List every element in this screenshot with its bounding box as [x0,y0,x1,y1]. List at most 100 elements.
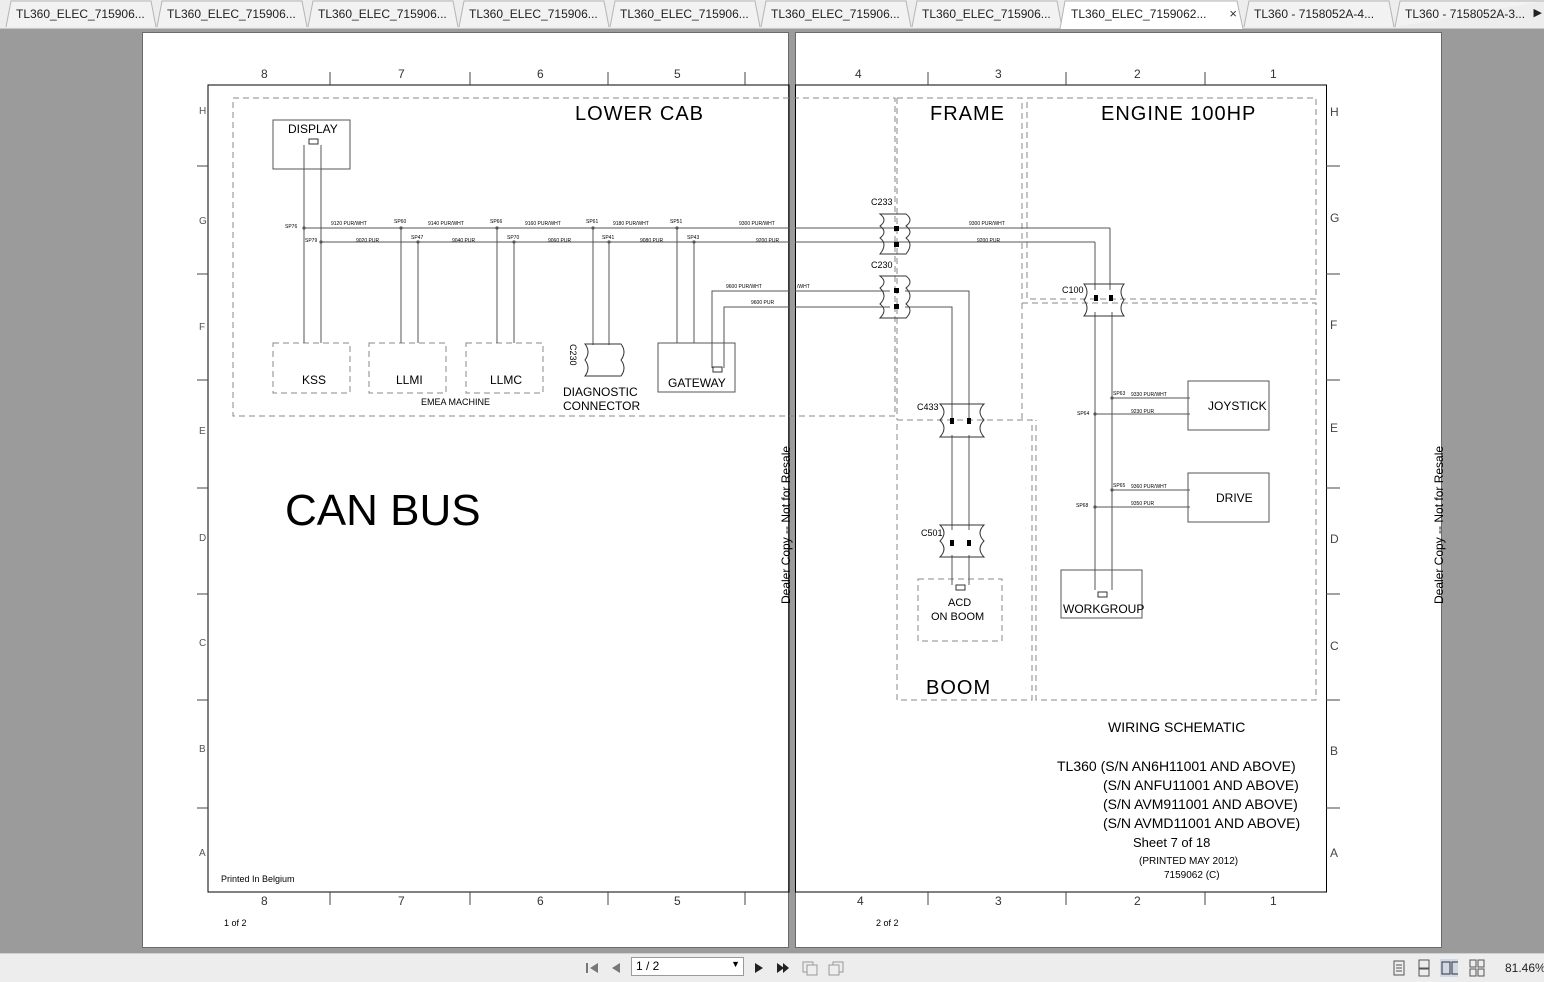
grid-col-label: 3 [995,67,1002,81]
grid-col-label: 8 [261,894,268,908]
grid-row-label: G [199,216,207,227]
tab-scroll-right-icon[interactable]: ▶ [1533,7,1542,19]
document-tab[interactable]: TL360 - 7158052A-4... [1238,0,1400,28]
note-emea: EMEA MACHINE [421,397,491,407]
connector-c230: C230 [871,260,893,270]
single-page-view-icon[interactable] [1390,959,1408,977]
splice-label: SP41 [602,235,615,241]
title-block-sn: (S/N AVM911001 AND ABOVE) [1103,796,1298,812]
wire-label: 9230 PUR [1131,409,1155,415]
title-block-heading: WIRING SCHEMATIC [1108,719,1246,735]
splice-label: SP76 [285,224,298,230]
tab-label: TL360_ELEC_7159062... [1071,7,1207,21]
zone-label-engine: ENGINE 100HP [1101,103,1257,125]
grid-col-label: 4 [857,894,864,908]
title-block-sn: (S/N ANFU11001 AND ABOVE) [1103,777,1299,793]
grid-row-label: E [199,426,206,437]
splice-label: SP64 [1077,411,1090,417]
grid-row-label: D [1330,532,1339,546]
document-viewer[interactable] [0,29,1544,953]
page-number-select[interactable]: 1 / 2 ▼ [631,957,744,976]
grid-row-label: G [1330,211,1340,225]
component-joystick: JOYSTICK [1208,399,1267,413]
splice-label: SP47 [411,235,424,241]
next-view-icon[interactable] [827,959,845,977]
document-tab[interactable]: TL360_ELEC_715906... [604,0,766,28]
component-diagnostic-2: CONNECTOR [563,399,641,413]
tab-label: TL360_ELEC_715906... [469,7,598,21]
grid-col-label: 1 [1270,894,1277,908]
connector-c230-diag: C230 [568,344,578,366]
document-tab[interactable]: TL360_ELEC_715906... [755,0,917,28]
tab-label: TL360_ELEC_715906... [16,7,145,21]
title-block-printed: (PRINTED MAY 2012) [1139,856,1239,867]
document-tab[interactable]: TL360_ELEC_715906... [0,0,162,28]
connector-c433: C433 [917,402,939,412]
continuous-facing-view-icon[interactable] [1468,959,1486,977]
splice-label: SP60 [394,219,407,225]
close-tab-icon[interactable]: × [1229,6,1237,21]
wire-label: /WHT [797,284,810,290]
tab-label: TL360_ELEC_715906... [318,7,447,21]
wire-label: 9160 PUR/WHT [525,221,561,227]
wire-label: 9600 PUR/WHT [726,284,762,290]
status-bar [0,953,1544,982]
component-acd-2: ON BOOM [931,611,985,623]
component-workgroup: WORKGROUP [1063,602,1145,616]
zone-label-frame: FRAME [930,103,1005,125]
next-page-icon[interactable] [750,959,768,977]
grid-col-label: 8 [261,67,268,81]
facing-view-icon[interactable] [1440,959,1458,977]
wire-label: 9060 PUR [548,238,572,244]
page-number-value: 1 / 2 [636,959,660,973]
grid-row-label: D [199,533,207,544]
component-gateway: GATEWAY [668,376,726,390]
connector-c100: C100 [1062,285,1084,295]
grid-row-label: H [1330,105,1339,119]
tab-label: TL360 - 7158052A-3... [1405,7,1526,21]
page-1 [142,32,789,948]
grid-col-label: 7 [398,894,405,908]
document-tab[interactable]: TL360 - 7158052A-3... [1389,0,1544,28]
splice-label: SP68 [1076,503,1089,509]
grid-row-label: B [199,744,206,755]
grid-row-label: B [1330,744,1339,758]
component-display: DISPLAY [288,122,338,136]
previous-page-icon[interactable] [607,959,625,977]
sheet-title: CAN BUS [285,486,481,535]
title-block-sn: TL360 (S/N AN6H11001 AND ABOVE) [1057,758,1296,774]
grid-row-label: F [199,322,206,333]
grid-col-label: 5 [674,67,681,81]
grid-row-label: F [1330,318,1338,332]
component-llmc: LLMC [490,373,523,387]
previous-view-icon[interactable] [801,959,819,977]
wire-label: 9020 PUR [356,238,380,244]
tab-label: TL360_ELEC_715906... [922,7,1051,21]
continuous-view-icon[interactable] [1415,959,1433,977]
wire-label: 9180 PUR/WHT [613,221,649,227]
title-block-part: 7159062 (C) [1164,870,1220,881]
zoom-level[interactable]: 81.46% [1505,961,1544,975]
splice-label: SP43 [687,235,700,241]
tab-label: TL360_ELEC_715906... [167,7,296,21]
tab-label: TL360 - 7158052A-4... [1254,7,1375,21]
tab-label: TL360_ELEC_715906... [771,7,900,21]
wire-label: 9140 PUR/WHT [428,221,464,227]
grid-col-label: 4 [855,67,862,81]
grid-col-label: 6 [537,894,544,908]
grid-col-label: 7 [398,67,405,81]
document-tab-active[interactable]: TL360_ELEC_7159062... × [1057,0,1249,29]
splice-label: SP65 [1113,483,1126,489]
document-tab[interactable]: TL360_ELEC_715906... [906,0,1068,28]
document-tab[interactable]: TL360_ELEC_715906... [151,0,313,28]
zone-label-lower-cab: LOWER CAB [575,103,705,125]
first-page-icon[interactable] [583,959,601,977]
component-llmi: LLMI [396,373,423,387]
dropdown-arrow-icon: ▼ [731,959,740,969]
watermark-left: Dealer Copy -- Not for Resale [779,445,793,604]
document-tab[interactable]: TL360_ELEC_715906... [453,0,615,28]
connector-c233: C233 [871,197,893,207]
last-page-icon[interactable] [774,959,792,977]
document-tab[interactable]: TL360_ELEC_715906... [302,0,464,28]
